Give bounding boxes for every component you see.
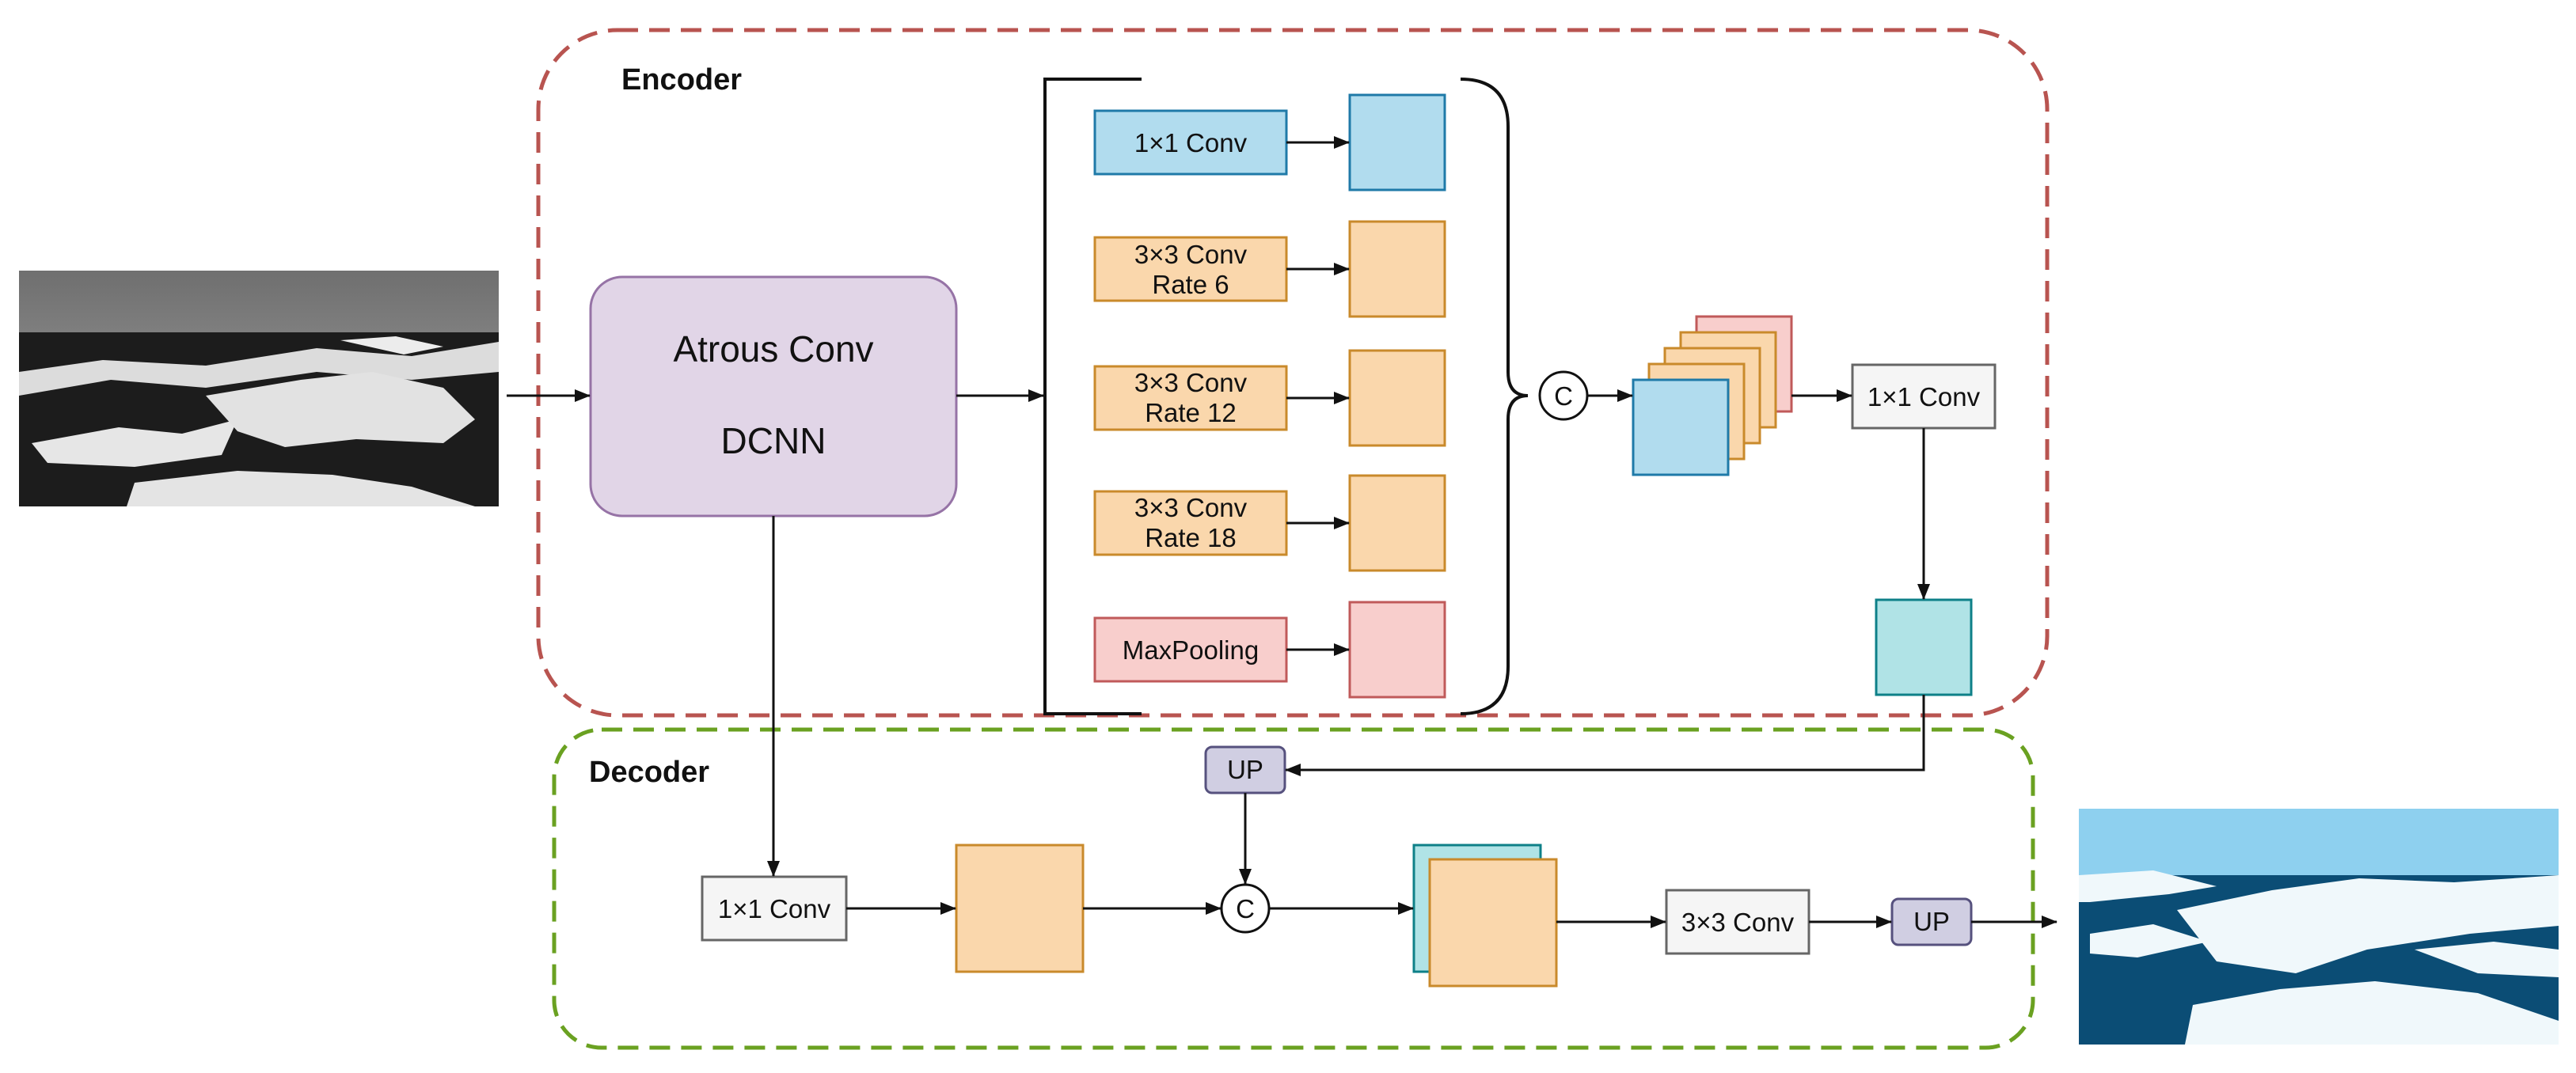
aspp-rate12-line2: Rate 12 xyxy=(1145,398,1237,427)
encoder-conv1x1-label: 1×1 Conv xyxy=(1867,382,1981,411)
aspp-rate6-box xyxy=(1093,236,1288,302)
connectors xyxy=(507,136,2057,928)
feature-map-conv1x1 xyxy=(1348,93,1446,191)
concatenated-feature-stack xyxy=(1632,315,1793,476)
dcnn-block xyxy=(589,275,958,518)
encoder-title: Encoder xyxy=(621,63,742,97)
decoder-conv3x3-label: 3×3 Conv xyxy=(1681,908,1795,937)
decoder-feature-stack xyxy=(1412,844,1558,988)
decoder-concat-symbol: C xyxy=(1236,894,1255,923)
input-image xyxy=(19,271,499,506)
aspp-left-bracket xyxy=(1043,78,1142,715)
aspp-rate12-box xyxy=(1093,365,1288,431)
aspp-rate18-box xyxy=(1093,490,1288,556)
arrow-encoder-to-upsample xyxy=(1285,695,1925,776)
decoder-upsample-top-label: UP xyxy=(1227,755,1263,784)
aspp-rate18-line1: 3×3 Conv xyxy=(1134,493,1248,522)
aspp-rate18-line2: Rate 18 xyxy=(1145,523,1237,552)
decoder-lowlevel-feature xyxy=(955,844,1085,973)
aspp-conv1x1-label: 1×1 Conv xyxy=(1134,128,1248,157)
encoder-conv1x1-box xyxy=(1851,363,1997,430)
decoder-region xyxy=(552,727,2035,1050)
output-segmentation xyxy=(2079,809,2559,1045)
encoder-output-feature xyxy=(1875,598,1973,696)
decoder-conv1x1-label: 1×1 Conv xyxy=(718,894,831,923)
aspp-rate6-line1: 3×3 Conv xyxy=(1134,240,1248,269)
dcnn-label-line1: Atrous Conv xyxy=(673,328,873,370)
feature-map-rate6 xyxy=(1348,220,1446,318)
feature-map-maxpool xyxy=(1348,601,1446,699)
aspp-conv1x1-box xyxy=(1093,109,1288,176)
feature-map-rate18 xyxy=(1348,474,1446,572)
dcnn-label-line2: DCNN xyxy=(721,420,826,461)
aspp-rate6-line2: Rate 6 xyxy=(1152,270,1229,299)
decoder-conv3x3-box xyxy=(1665,889,1810,955)
aspp-right-bracket xyxy=(1460,78,1529,715)
aspp-maxpool-box xyxy=(1093,616,1288,683)
encoder-region xyxy=(536,28,2050,718)
decoder-upsample-final-label: UP xyxy=(1913,907,1950,936)
encoder-concat-symbol: C xyxy=(1554,381,1573,411)
aspp-rate12-line1: 3×3 Conv xyxy=(1134,368,1248,397)
aspp-maxpool-label: MaxPooling xyxy=(1123,635,1259,665)
decoder-title: Decoder xyxy=(589,756,709,789)
feature-map-rate12 xyxy=(1348,349,1446,447)
